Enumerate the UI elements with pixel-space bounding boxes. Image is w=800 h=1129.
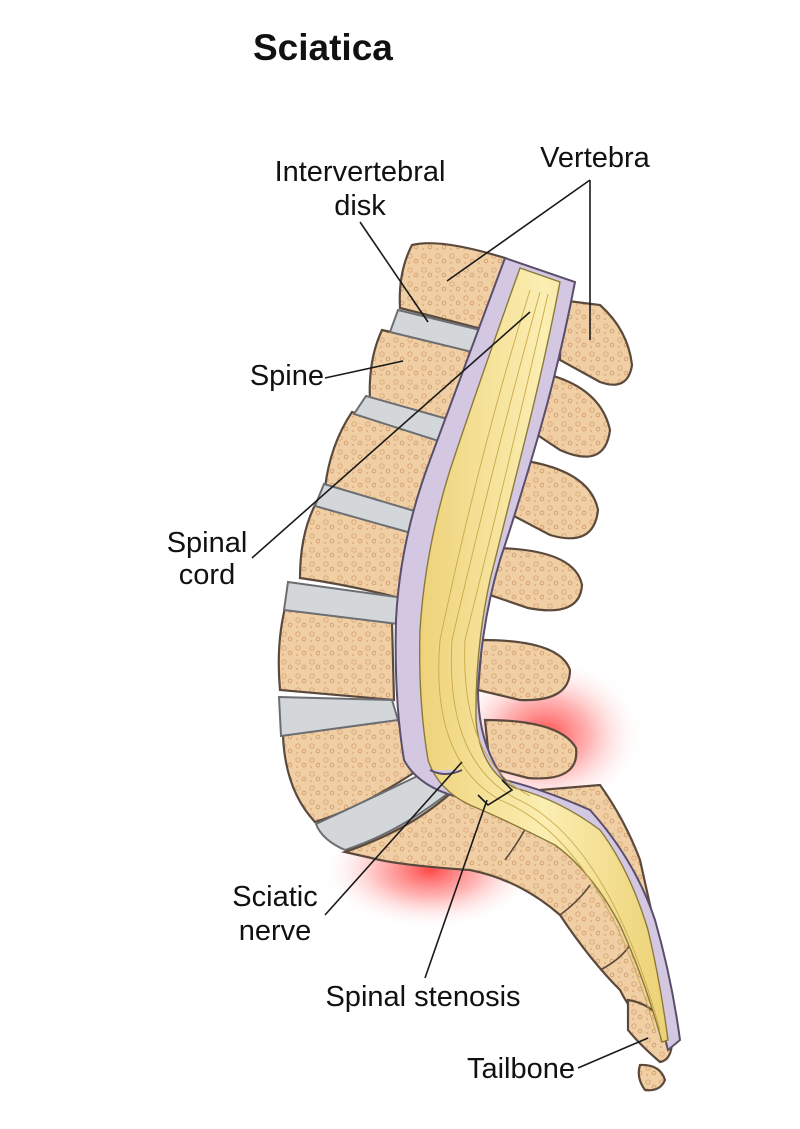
label-spine: Spine xyxy=(250,360,324,392)
leader-sciatic-nerve xyxy=(324,761,463,916)
sacral-segment-line-3 xyxy=(599,944,631,971)
label-intervertebral-disk-line2: disk xyxy=(334,190,386,222)
label-vertebra: Vertebra xyxy=(540,142,650,174)
leader-spine xyxy=(324,360,404,379)
spinous-process-6 xyxy=(483,718,578,780)
label-tailbone: Tailbone xyxy=(467,1053,575,1085)
label-spinal-cord-line2: cord xyxy=(179,559,235,591)
spinous-process-3 xyxy=(510,458,600,540)
label-spinal-stenosis: Spinal stenosis xyxy=(325,981,520,1013)
leader-intervertebral-disk xyxy=(359,221,429,323)
vertebral-body-1 xyxy=(398,242,507,332)
cord-fibers xyxy=(438,289,661,1031)
spinous-process-1 xyxy=(558,298,634,386)
leader-spinal-cord xyxy=(251,311,531,559)
leader-lines xyxy=(251,179,649,1069)
label-spinal-cord-line1: Spinal xyxy=(167,527,248,559)
label-sciatic-nerve-line1: Sciatic xyxy=(232,881,317,913)
stenosis-bracket xyxy=(477,779,514,807)
spinous-process-4 xyxy=(488,546,584,612)
spine-illustration xyxy=(277,242,682,1092)
lumbosacral-disk xyxy=(314,768,454,852)
leader-tailbone xyxy=(577,1037,649,1069)
label-sciatic-nerve-line2: nerve xyxy=(239,915,312,947)
tailbone-segment-2 xyxy=(637,1063,667,1092)
leader-vertebra-body xyxy=(446,179,591,282)
sacral-segment-line-2 xyxy=(559,884,591,916)
leader-spinal-stenosis xyxy=(424,799,488,979)
diagram-title: Sciatica xyxy=(253,27,393,68)
label-intervertebral-disk-line1: Intervertebral xyxy=(275,156,446,188)
spinous-process-5 xyxy=(476,638,572,702)
